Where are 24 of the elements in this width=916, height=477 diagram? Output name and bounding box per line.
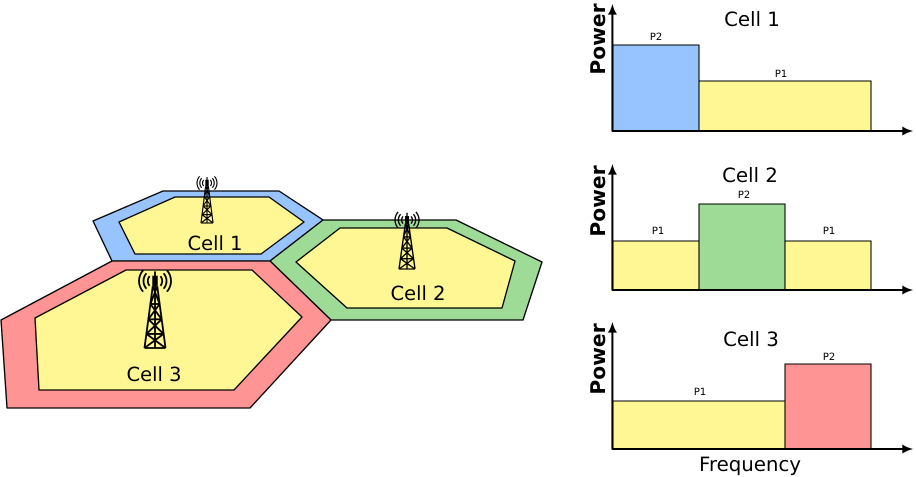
cell-hexagon: Cell 3 [0,260,332,409]
axis-title: Power [590,3,606,73]
bar: P2 [784,352,872,450]
node-label: P1 [824,226,834,234]
axis-title: Power [590,165,606,235]
axis-title: Frequency [700,456,800,476]
bar: P2 [612,32,700,132]
node-label: P2 [650,32,662,40]
axis-title: Power [590,323,606,393]
node-label: P1 [652,226,664,234]
chart-title: Cell 2 [723,167,776,182]
chart-title: Cell 3 [724,331,778,346]
bar: P1 [698,70,872,132]
node-label: P1 [776,70,786,77]
cell-hexagon: Cell 1 [92,190,324,262]
bar: P2 [698,190,786,291]
cell-hexagon: Cell 2 [269,219,543,321]
bar: P1 [612,226,700,291]
bar: P1 [784,226,872,291]
node-label: P2 [824,352,834,360]
chart-title: Cell 1 [725,11,778,26]
node-label: P1 [694,388,706,395]
node-label: P2 [738,190,750,198]
bar: P1 [612,388,786,450]
